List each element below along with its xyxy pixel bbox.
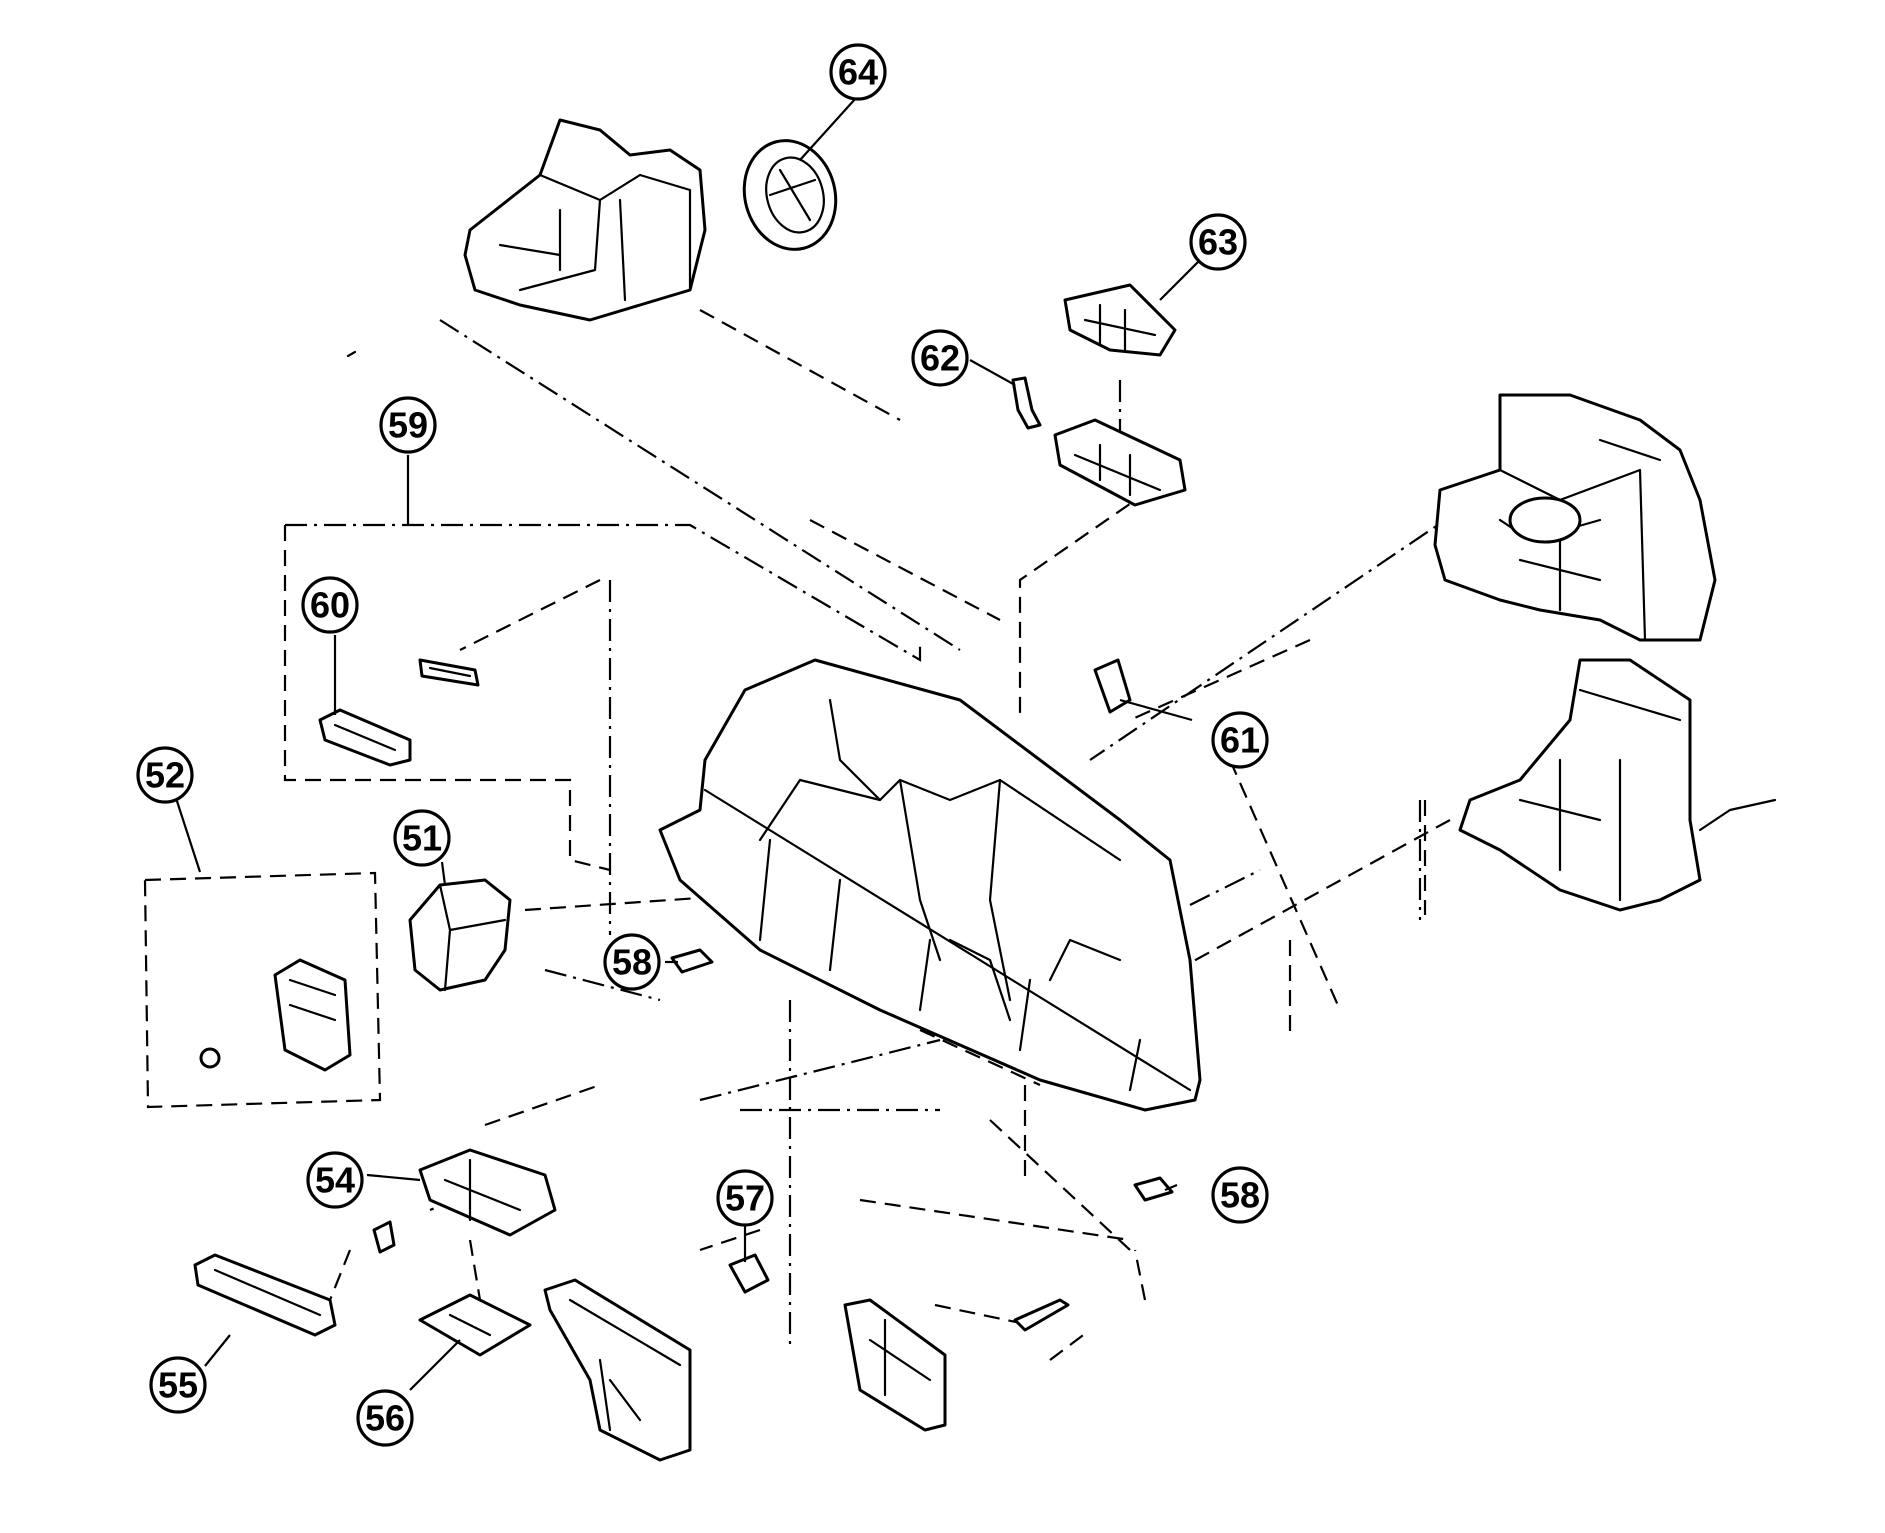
callout-62: 62 (911, 329, 969, 387)
speaker-part (742, 139, 838, 251)
callout-61-label: 61 (1220, 720, 1260, 761)
callout-58b-label: 58 (1220, 1175, 1260, 1216)
sub-pcb-part (843, 1298, 947, 1432)
callout-57: 57 (716, 1169, 774, 1227)
small-board-part (418, 658, 480, 687)
callout-58a: 58 (603, 933, 661, 991)
chassis-frame-part (1458, 658, 1777, 912)
main-cabinet (658, 658, 1202, 1112)
lever-part (1013, 1298, 1070, 1332)
callout-59-label: 59 (388, 405, 428, 446)
foot-part-b (1133, 1176, 1174, 1202)
callout-60-label: 60 (310, 585, 350, 626)
terminal-board-part (1053, 418, 1187, 507)
callout-59: 59 (379, 396, 437, 454)
front-cabinet-bracket (463, 118, 707, 322)
callout-63-label: 63 (1198, 222, 1238, 263)
callout-55: 55 (149, 1356, 207, 1414)
callout-64-label: 64 (838, 52, 878, 93)
clip-small-part (372, 1220, 396, 1254)
callout-57-label: 57 (725, 1178, 765, 1219)
shield-plate-part (418, 1293, 532, 1357)
relay-part (408, 878, 512, 992)
side-bar-part (193, 1253, 337, 1337)
callout-51-label: 51 (402, 818, 442, 859)
clip-part (1093, 658, 1132, 714)
fuse-block-part (199, 958, 352, 1072)
callout-62-label: 62 (920, 338, 960, 379)
main-pcb-part (543, 1278, 692, 1462)
switch-board-part (1063, 283, 1177, 357)
spring-part (1011, 376, 1042, 430)
control-board-part (418, 1148, 557, 1237)
callout-61: 61 (1211, 711, 1269, 769)
callout-54: 54 (306, 1151, 364, 1209)
foot-part-a (670, 948, 714, 974)
block-part (728, 1253, 770, 1294)
callout-55-label: 55 (158, 1365, 198, 1406)
rear-chassis-bracket (1433, 393, 1717, 642)
callout-58a-label: 58 (612, 942, 652, 983)
callout-58b: 58 (1211, 1166, 1269, 1224)
button-bar-part (318, 708, 412, 767)
callout-63: 63 (1189, 213, 1247, 271)
callout-60: 60 (301, 576, 359, 634)
callout-56-label: 56 (365, 1398, 405, 1439)
callout-56: 56 (356, 1389, 414, 1447)
callout-51: 51 (393, 809, 451, 867)
callout-52: 52 (136, 746, 194, 804)
stray-mark (346, 350, 357, 358)
callout-54-label: 54 (315, 1160, 355, 1201)
parts (193, 118, 1777, 1462)
callout-64: 64 (829, 43, 887, 101)
leader-lines (173, 97, 1216, 1391)
callout-52-label: 52 (145, 755, 185, 796)
